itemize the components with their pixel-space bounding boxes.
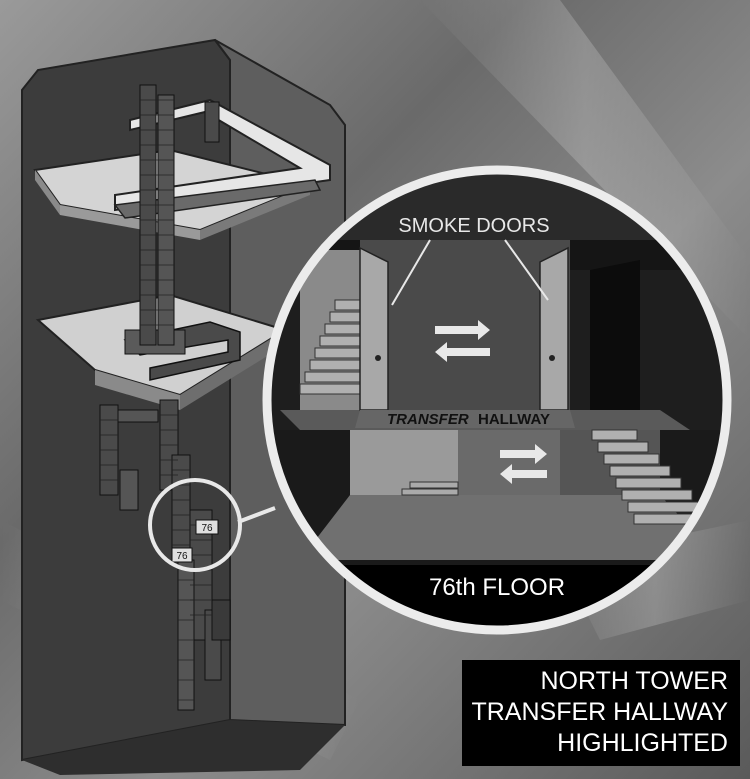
- right-smoke-door: [539, 246, 569, 411]
- smoke-doors-pointer-left: [391, 239, 431, 306]
- tower-base-shadow: [22, 720, 345, 775]
- elevator-shafts: [99, 84, 231, 711]
- transfer-label-word1: TRANSFER: [387, 411, 469, 428]
- caption-line-3: HIGHLIGHTED: [557, 729, 728, 757]
- transfer-label-word2: HALLWAY: [478, 411, 550, 428]
- lower-stairs: [591, 429, 705, 525]
- magnified-view: TRANSFER HALLWAY: [262, 165, 732, 635]
- tower-front-wall: [21, 38, 231, 762]
- smoke-doors-label: SMOKE DOORS: [398, 215, 549, 237]
- caption-line-1: NORTH TOWER: [540, 667, 728, 695]
- caption-line-2: TRANSFER HALLWAY: [471, 698, 728, 726]
- floor-tag-1: 76: [201, 523, 213, 534]
- lower-direction-arrows: [500, 444, 547, 484]
- highlight-ring: [148, 478, 242, 572]
- upper-direction-arrows: [435, 320, 490, 362]
- floor-tag-2: 76: [176, 551, 188, 562]
- upper-back-wall: [360, 240, 570, 410]
- caption-box: NORTH TOWER TRANSFER HALLWAY HIGHLIGHTED: [462, 660, 740, 766]
- floor-label: 76th FLOOR: [429, 574, 565, 601]
- callout-connector: [237, 506, 276, 524]
- smoke-doors-pointer-right: [504, 239, 549, 301]
- lower-floor: [300, 495, 720, 560]
- left-smoke-door: [359, 246, 389, 411]
- floor-tags: 76 76: [171, 519, 219, 563]
